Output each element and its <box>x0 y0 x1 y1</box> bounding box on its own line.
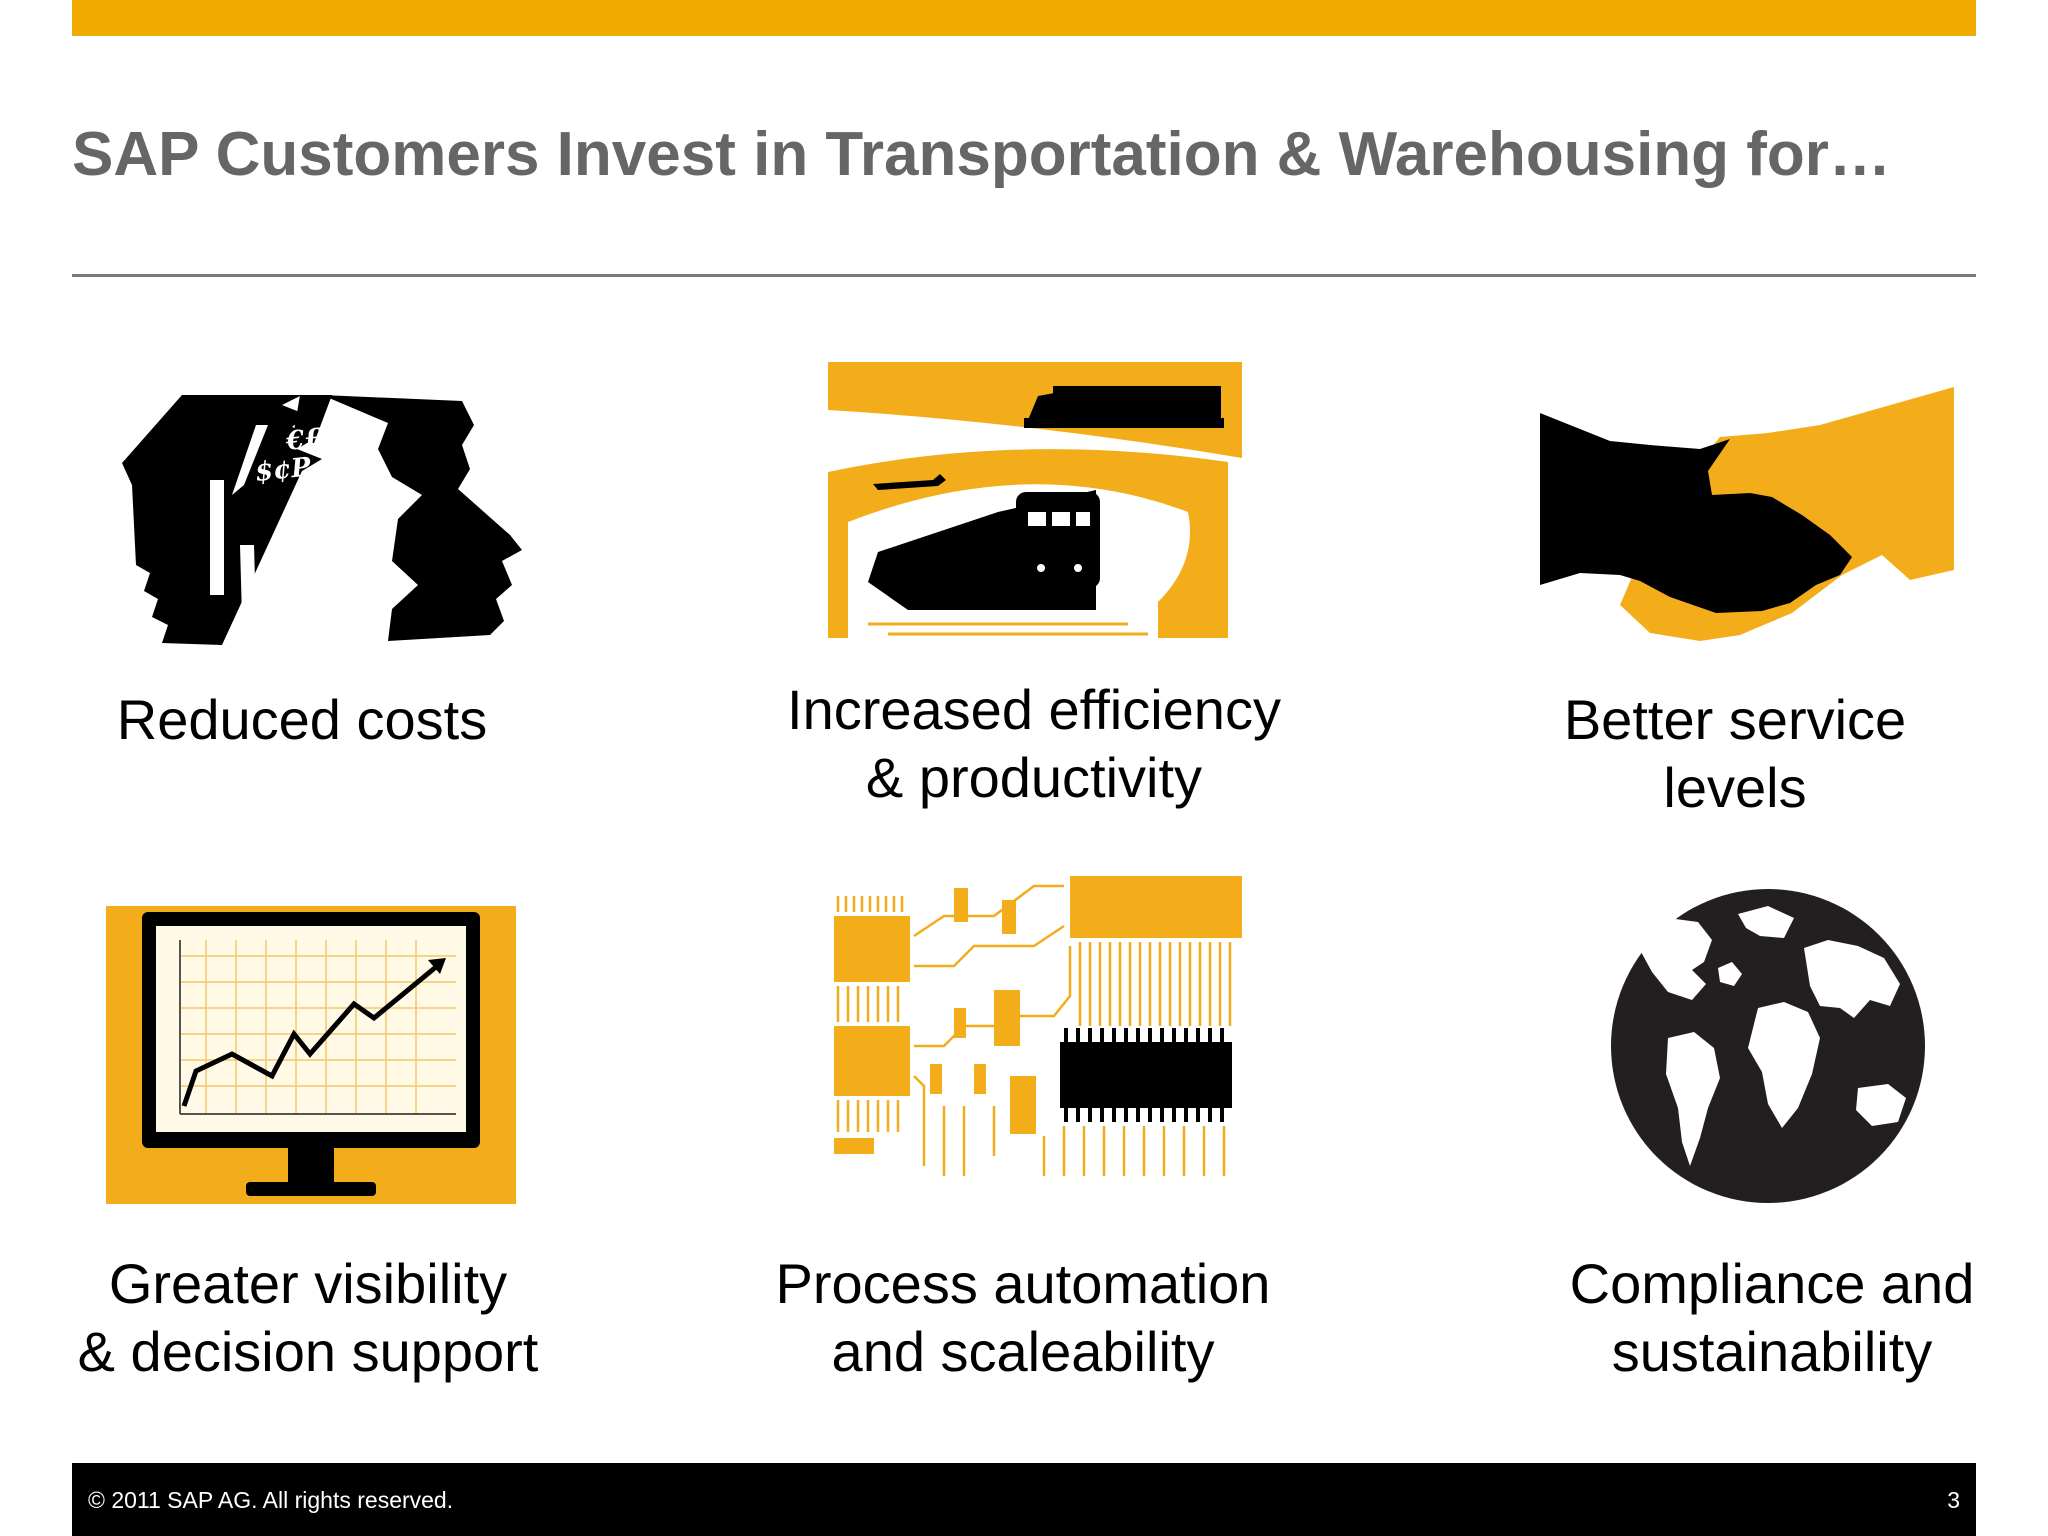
currency-symbols-line-1: €£¥ <box>284 421 344 457</box>
caption-line: Compliance and <box>1569 1252 1975 1315</box>
globe-icon <box>1611 889 1925 1203</box>
caption-efficiency: Increased efficiency & productivity <box>760 676 1308 812</box>
caption-automation: Process automation and scaleability <box>760 1250 1286 1386</box>
caption-line: Reduced costs <box>116 688 488 751</box>
caption-line: levels <box>1663 756 1807 819</box>
caption-line: Increased efficiency <box>787 678 1281 741</box>
caption-reduced-costs: Reduced costs <box>72 686 532 754</box>
transport-icon <box>828 362 1242 638</box>
caption-line: sustainability <box>1611 1320 1933 1383</box>
caption-line: and scaleability <box>831 1320 1215 1383</box>
caption-compliance: Compliance and sustainability <box>1554 1250 1990 1386</box>
money-icon: €£¥ $¢P <box>122 395 522 645</box>
currency-symbols-line-2: $¢P <box>254 452 314 488</box>
caption-line: Process automation <box>775 1252 1271 1315</box>
caption-line: Greater visibility <box>108 1252 508 1315</box>
slide-title: SAP Customers Invest in Transportation &… <box>72 120 1891 189</box>
caption-visibility: Greater visibility & decision support <box>58 1250 558 1386</box>
caption-line: & productivity <box>865 746 1203 809</box>
page-number: 3 <box>1947 1487 1960 1513</box>
copyright-text: © 2011 SAP AG. All rights reserved. <box>88 1487 454 1513</box>
footer-bar: © 2011 SAP AG. All rights reserved. 3 <box>72 1463 1976 1536</box>
caption-service-levels: Better service levels <box>1500 686 1970 822</box>
handshake-icon <box>1540 387 1954 641</box>
caption-line: Better service <box>1563 688 1907 751</box>
chart-monitor-icon <box>106 906 516 1204</box>
top-accent-bar <box>72 0 1976 36</box>
circuit-board-icon <box>834 876 1242 1182</box>
title-divider <box>72 274 1976 277</box>
caption-line: & decision support <box>77 1320 539 1383</box>
